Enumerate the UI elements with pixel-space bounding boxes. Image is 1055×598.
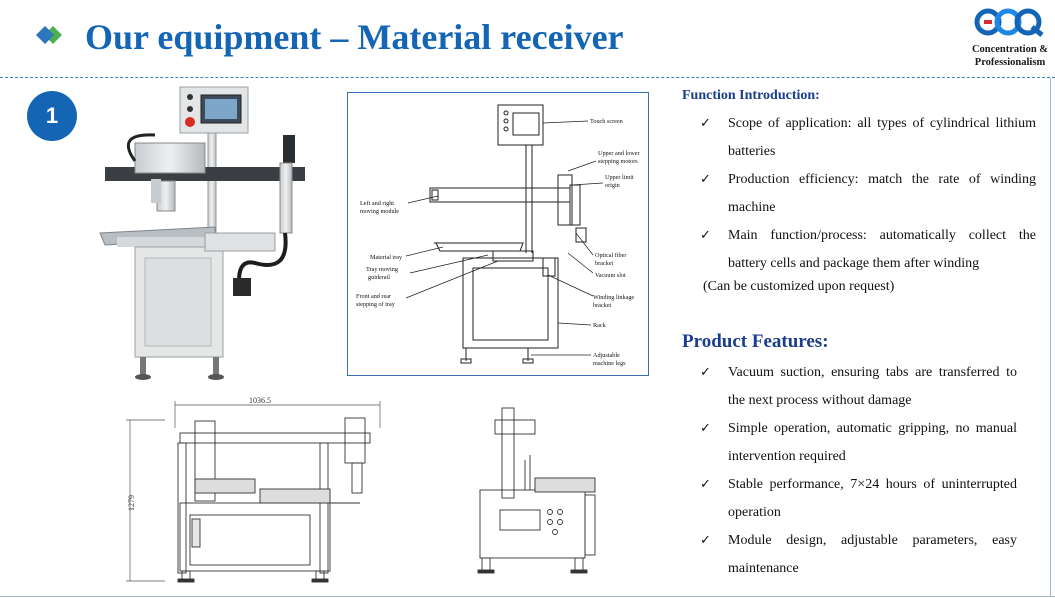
checkmark-icon: ✓ <box>700 421 711 436</box>
function-intro-heading: Function Introduction: <box>682 88 820 103</box>
label-tray: Material tray <box>370 254 403 261</box>
list-item: ✓Scope of application: all types of cyli… <box>700 110 1036 166</box>
right-border <box>1050 78 1051 596</box>
bottom-border <box>0 596 1055 597</box>
checkmark-icon: ✓ <box>700 533 711 548</box>
checkmark-icon: ✓ <box>700 172 711 187</box>
list-item: ✓Stable performance, 7×24 hours of unint… <box>700 471 1017 527</box>
label-rack: Rack <box>593 322 607 329</box>
function-intro-section: Function Introduction: <box>682 86 1042 104</box>
label-limit-1: Upper limit <box>605 174 634 181</box>
label-stepping-1: Upper and lower <box>598 150 640 157</box>
checkmark-icon: ✓ <box>700 477 711 492</box>
label-optical-2: bracket <box>595 260 613 267</box>
label-lr-2: moving module <box>360 208 399 215</box>
logo-tagline-1: Concentration & <box>971 44 1049 55</box>
label-vacuum: Vacuum slot <box>595 272 626 279</box>
label-touch-screen: Touch screen <box>590 118 623 125</box>
list-item: ✓Simple operation, automatic gripping, n… <box>700 415 1017 471</box>
label-guide-2: guiderail <box>368 274 390 281</box>
customization-note: (Can be customized upon request) <box>703 279 895 294</box>
label-stepping-2: stepping motors <box>598 158 638 165</box>
label-legs-2: machine legs <box>593 360 626 367</box>
labeled-schematic: Touch screen Upper and lower stepping mo… <box>347 92 649 376</box>
label-fr-1: Front and rear <box>356 293 391 300</box>
label-legs-1: Adjustable <box>593 352 620 359</box>
label-optical-1: Optical fiber <box>595 252 626 259</box>
side-view-drawing <box>477 407 596 574</box>
diamond-icon <box>36 26 62 44</box>
width-dimension: 1036.5 <box>249 396 271 405</box>
company-logo: Concentration & Professionalism <box>968 6 1052 68</box>
label-lr-1: Left and right <box>360 200 394 207</box>
list-item: ✓Production efficiency: match the rate o… <box>700 166 1036 222</box>
label-limit-2: origin <box>605 182 620 189</box>
list-item: ✓Main function/process: automatically co… <box>700 222 1036 278</box>
schematic-drawing: Touch screen Upper and lower stepping mo… <box>356 104 640 367</box>
label-winding-2: bracket <box>593 302 611 309</box>
list-item: ✓Vacuum suction, ensuring tabs are trans… <box>700 359 1017 415</box>
logo-tagline-2: Professionalism <box>974 57 1046 68</box>
label-fr-2: stepping of tray <box>356 301 396 308</box>
page-title: Our equipment – Material receiver <box>85 17 624 57</box>
features-heading: Product Features: <box>682 331 829 352</box>
checkmark-icon: ✓ <box>700 116 711 131</box>
label-winding-1: Winding linkage <box>593 294 634 301</box>
height-dimension: 1279 <box>127 495 136 511</box>
cq-logo-icon <box>974 8 1044 37</box>
checkmark-icon: ✓ <box>700 365 711 380</box>
machine-photo <box>99 86 305 380</box>
checkmark-icon: ✓ <box>700 228 711 243</box>
front-view-drawing: 1036.5 1279 <box>126 396 381 583</box>
list-item: ✓Module design, adjustable parameters, e… <box>700 527 1017 583</box>
function-intro-list: ✓Scope of application: all types of cyli… <box>700 110 1036 278</box>
header-divider <box>0 77 1055 78</box>
section-number-badge: 1 <box>27 91 77 141</box>
label-guide-1: Tray moving <box>366 266 398 273</box>
features-list: ✓Vacuum suction, ensuring tabs are trans… <box>700 359 1017 583</box>
